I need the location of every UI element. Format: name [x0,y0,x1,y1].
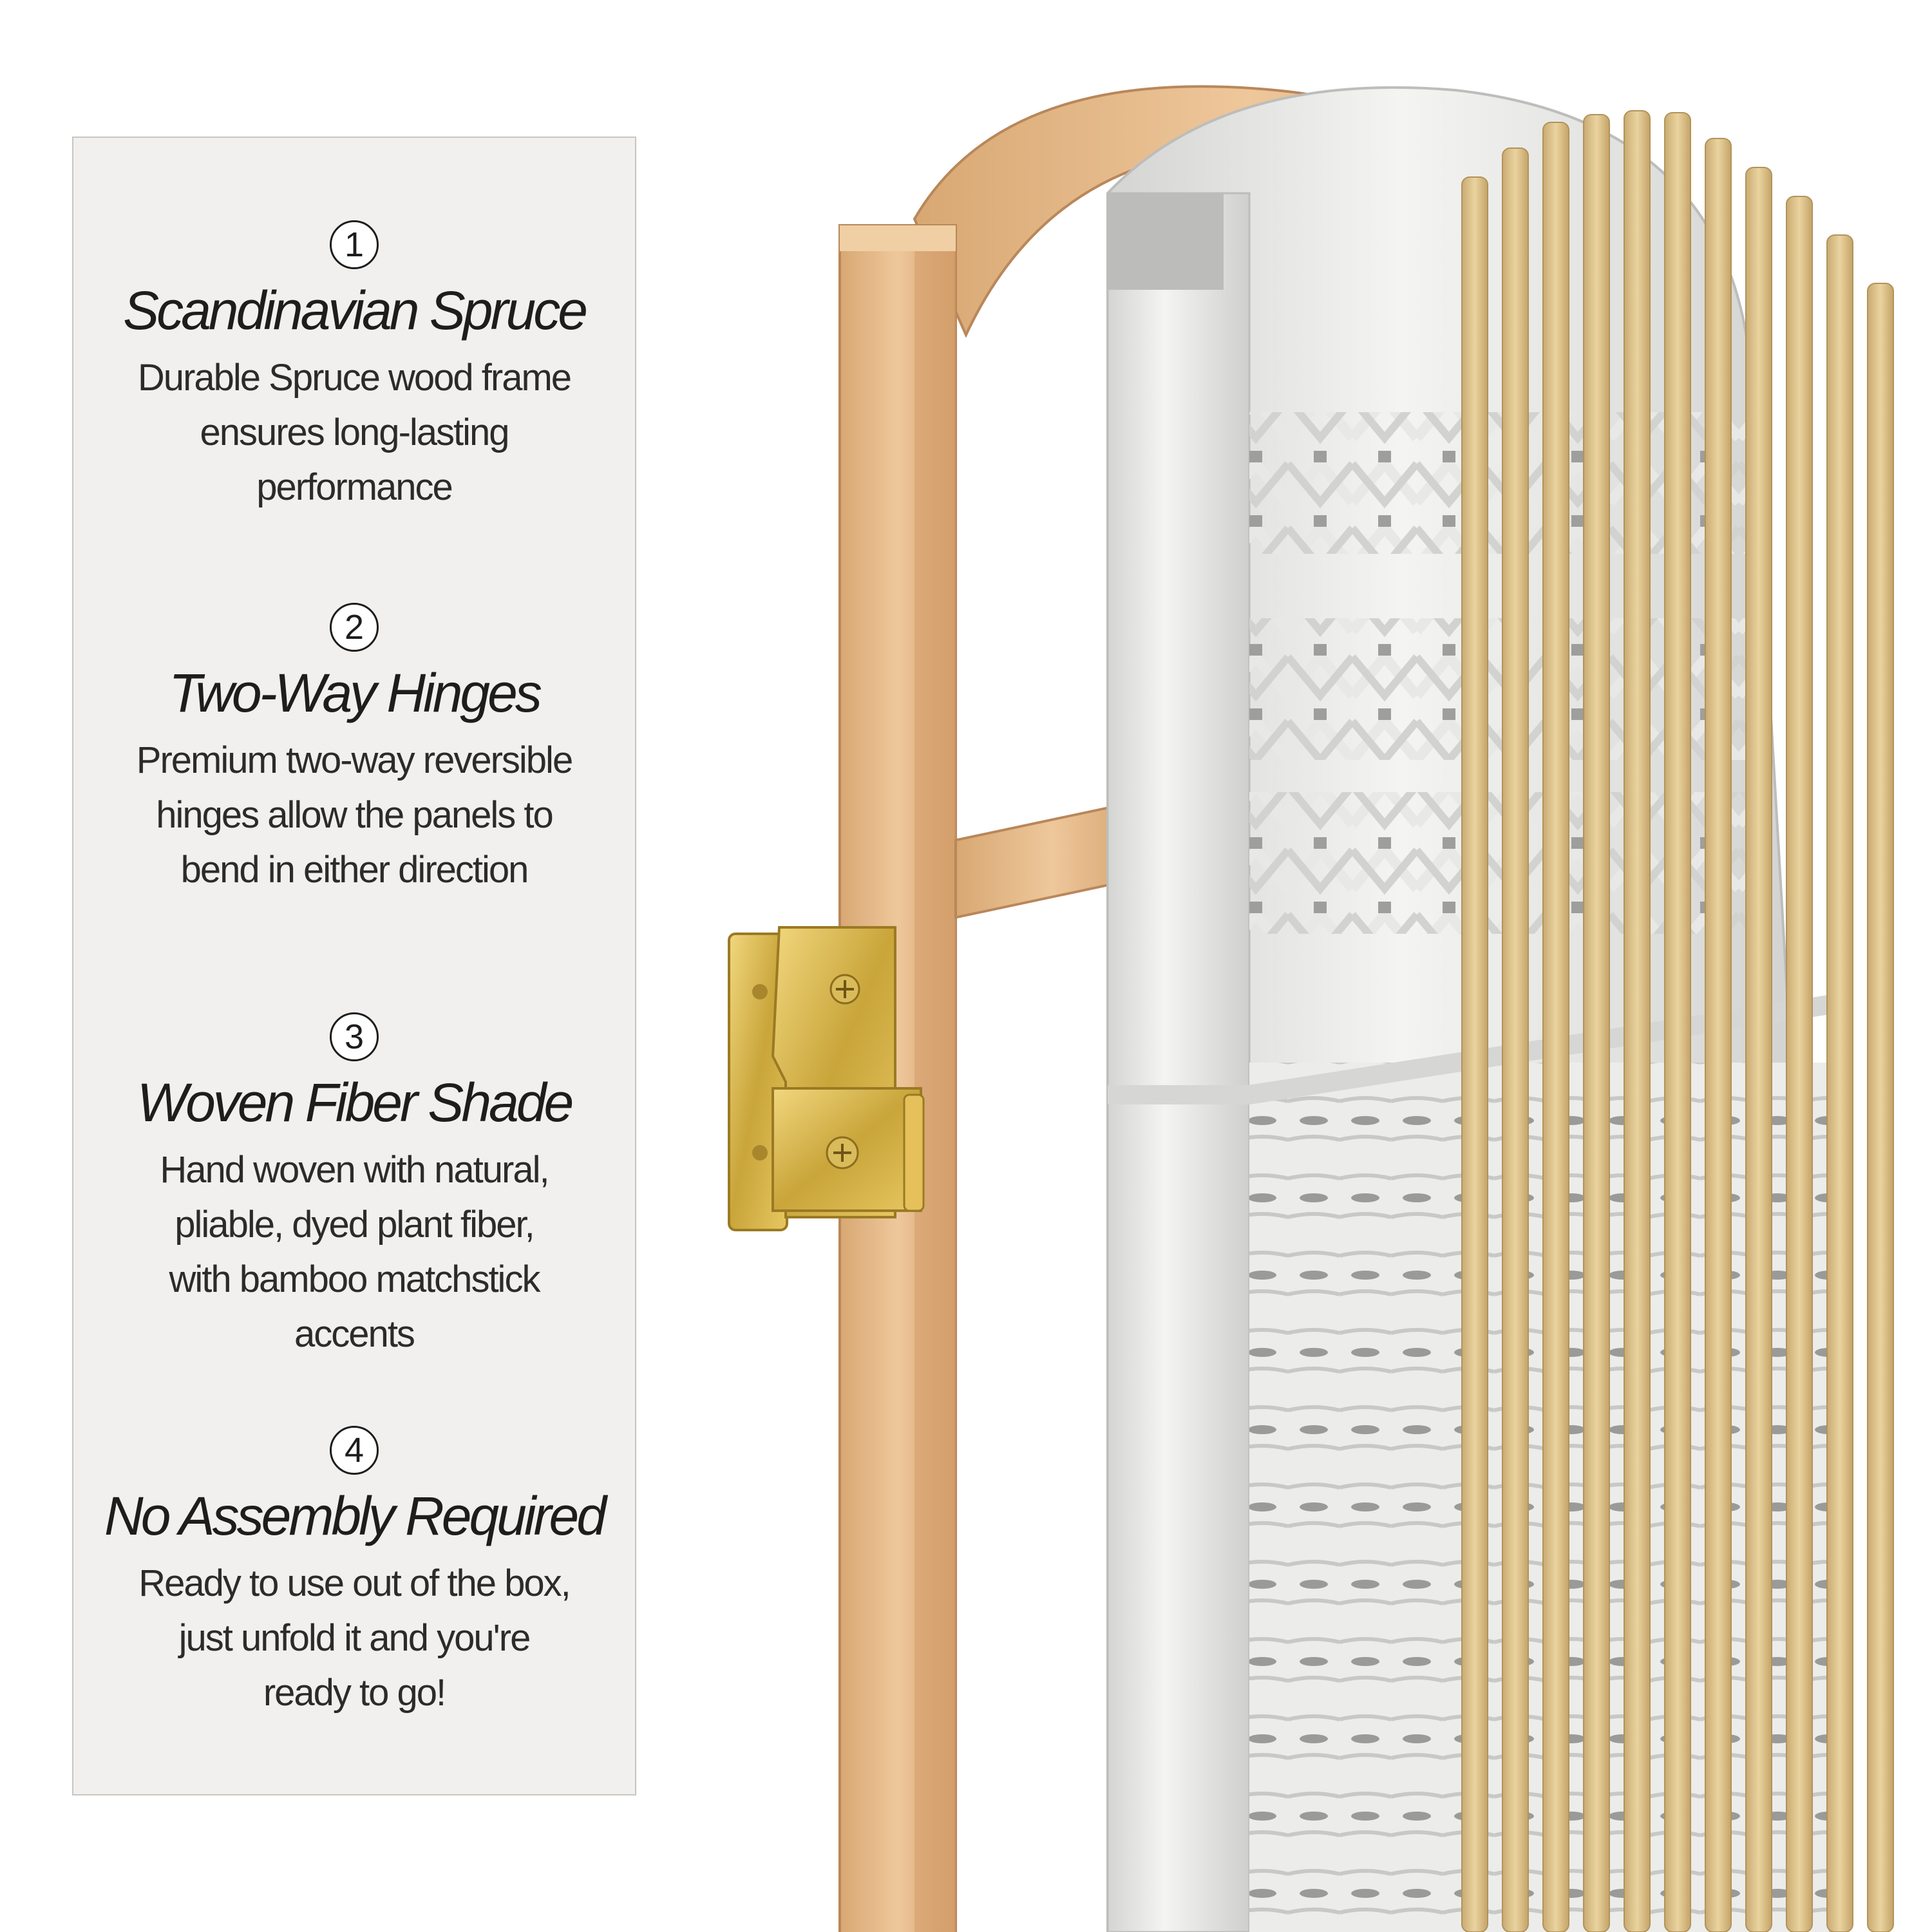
feature-title: No Assembly Required [104,1486,607,1546]
feature-description-line: Ready to use out of the box, [138,1562,571,1604]
feature-woven-fiber-shade: 3 Woven Fiber Shade Hand woven with natu… [73,1012,635,1361]
bamboo-rod [1502,147,1529,1932]
feature-description-line: bend in either direction [180,849,529,891]
feature-description-line: pliable, dyed plant fiber, [175,1204,535,1245]
feature-description-line: Premium two-way reversible [136,739,573,781]
feature-title: Woven Fiber Shade [137,1072,574,1133]
bamboo-rod [1867,283,1894,1932]
feature-two-way-hinges: 2 Two-Way Hinges Premium two-way reversi… [73,603,635,897]
feature-number-badge: 4 [330,1426,379,1475]
feature-description-line: performance [256,466,453,508]
bamboo-rod [1664,112,1691,1932]
feature-title: Scandinavian Spruce [123,280,588,341]
bamboo-rod [1461,176,1488,1932]
bamboo-rod [1542,122,1569,1932]
bamboo-rod [1583,114,1610,1932]
feature-description-line: ensures long-lasting [200,412,509,453]
feature-description-line: ready to go! [263,1672,446,1714]
feature-number-badge: 2 [330,603,379,652]
feature-description-line: just unfold it and you're [178,1617,531,1659]
feature-description-line: Durable Spruce wood frame [137,357,572,399]
bamboo-rod [1745,167,1772,1932]
feature-number-badge: 3 [330,1012,379,1061]
feature-description-line: hinges allow the panels to [156,794,553,836]
feature-description: Premium two-way reversible hinges allow … [103,733,605,897]
bamboo-rod [1624,110,1651,1932]
feature-description: Hand woven with natural, pliable, dyed p… [103,1142,605,1361]
feature-title: Two-Way Hinges [169,663,542,723]
feature-description: Ready to use out of the box, just unfold… [103,1556,605,1720]
features-panel: 1 Scandinavian Spruce Durable Spruce woo… [72,137,636,1795]
feature-description-line: Hand woven with natural, [160,1149,549,1191]
bamboo-rod [1786,196,1813,1932]
feature-number-badge: 1 [330,220,379,269]
feature-description-line: accents [294,1313,415,1355]
feature-description-line: with bamboo matchstick [169,1258,541,1300]
bamboo-matchstick-accents [1461,110,1894,1932]
feature-description: Durable Spruce wood frame ensures long-l… [103,350,605,515]
feature-scandinavian-spruce: 1 Scandinavian Spruce Durable Spruce woo… [73,220,635,515]
two-way-hinge [728,926,925,1231]
feature-no-assembly-required: 4 No Assembly Required Ready to use out … [73,1426,635,1720]
bamboo-rod [1826,234,1853,1932]
bamboo-rod [1705,138,1732,1932]
